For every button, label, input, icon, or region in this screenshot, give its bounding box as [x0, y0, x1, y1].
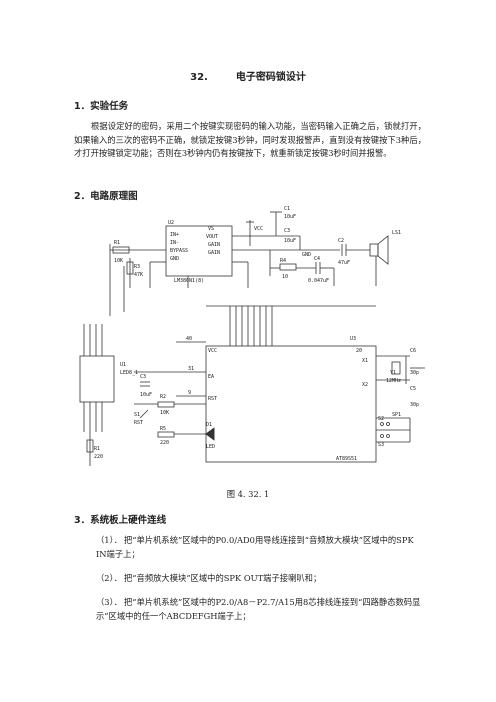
label-in-plus: IN+ — [170, 232, 179, 238]
u1-display-block — [79, 355, 115, 403]
label-lm386: LM386N1(8) — [174, 278, 204, 284]
label-c2: C2 — [338, 238, 344, 244]
label-c5-value: 30p — [410, 402, 419, 408]
label-c3-amp: C3 — [284, 228, 290, 234]
label-u2: U2 — [168, 220, 174, 226]
label-c3-reset: C3 — [140, 374, 146, 380]
label-x1: X1 — [362, 358, 368, 364]
label-sp1: SP1 — [392, 412, 401, 418]
label-r2-value: 10K — [160, 410, 169, 416]
wiring-item-1: （1）．把“单片机系统”区域中的P0.0/AD0用导线连接到“音频放大模块”区域… — [96, 534, 426, 561]
u2-amp-block — [165, 225, 233, 277]
label-c3-reset-value: 10uF — [140, 392, 152, 398]
label-r4: R4 — [280, 258, 286, 264]
label-vcc-mcu: VCC — [208, 348, 217, 354]
wiring-item-2: （2）．把“音频放大模块”区域中的SPK OUT端子接喇叭和； — [96, 572, 426, 586]
label-s3: S3 — [378, 442, 384, 448]
label-r1: R1 — [114, 240, 120, 246]
label-c4-value: 0.047uF — [308, 278, 329, 284]
label-u1: U1 — [120, 362, 126, 368]
heading-hardware-wiring: 3．系统板上硬件连线 — [74, 515, 167, 526]
item-1-label: （1）． — [96, 535, 123, 545]
label-c3-amp-value: 10uF — [284, 238, 296, 244]
label-r4-value: 10 — [282, 274, 288, 280]
label-c4: C4 — [314, 256, 320, 262]
label-r5: R5 — [160, 426, 166, 432]
label-pin40: 40 — [186, 336, 192, 342]
label-pin9: 9 — [188, 390, 191, 396]
label-gain-2: GAIN — [208, 250, 220, 256]
label-r2: R2 — [160, 394, 166, 400]
label-c5: C5 — [410, 386, 416, 392]
label-y1: Y1 — [390, 370, 396, 376]
label-pin20: 20 — [356, 348, 362, 354]
title-text: 电子密码锁设计 — [235, 72, 306, 83]
label-r1-display: R1 — [94, 446, 100, 452]
label-vcc-amp: VCC — [254, 226, 263, 232]
label-led-diode: LED — [206, 444, 215, 450]
label-rst-button: RST — [134, 420, 143, 426]
label-c2-value: 47uF — [338, 260, 350, 266]
item-3-label: （3）． — [96, 597, 123, 607]
heading-experiment-task: 1．实验任务 — [74, 101, 129, 112]
label-x2: X2 — [362, 382, 368, 388]
figure-caption: 图 4. 32. 1 — [226, 489, 270, 499]
circuit-schematic: U2 IN+ IN- BYPASS GND VS VOUT GAIN GAIN … — [79, 206, 425, 466]
label-d1: D1 — [206, 422, 212, 428]
label-at89s51: AT89S51 — [336, 456, 357, 462]
label-u3: U3 — [350, 336, 356, 342]
label-c1: C1 — [284, 206, 290, 212]
task-paragraph: 根据设定好的密码，采用二个按键实现密码的输入功能，当密码输入正确之后，锁就打开，… — [74, 121, 426, 158]
section-number: 32. — [190, 72, 208, 83]
item-1-text: 把“单片机系统”区域中的P0.0/AD0用导线连接到“音频放大模块”区域中的SP… — [96, 535, 414, 559]
label-c6-value: 30p — [410, 370, 419, 376]
label-c6: C6 — [410, 348, 416, 354]
label-gnd-amp: GND — [302, 252, 311, 258]
label-in-minus: IN- — [170, 240, 179, 246]
label-ea: EA — [208, 374, 214, 380]
label-gnd-pin: GND — [170, 256, 179, 262]
wiring-item-3: （3）．把“单片机系统”区域中的P2.0/A8－P2.7/A15用8芯排线连接到… — [96, 596, 426, 623]
label-r3: R3 — [134, 264, 140, 270]
label-s2: S2 — [378, 416, 384, 422]
label-bypass: BYPASS — [170, 248, 188, 254]
label-r1-value: 10K — [114, 258, 123, 264]
page-title: 32. 电子密码锁设计 — [0, 68, 496, 83]
heading-circuit-diagram: 2．电路原理图 — [74, 191, 138, 202]
label-c1-value: 10uF — [284, 214, 296, 220]
label-gain-1: GAIN — [208, 242, 220, 248]
item-3-text: 把“单片机系统”区域中的P2.0/A8－P2.7/A15用8芯排线连接到“四路静… — [96, 597, 421, 621]
label-vs: VS — [208, 226, 214, 232]
item-2-label: （2）． — [96, 573, 123, 583]
label-s1: S1 — [134, 412, 140, 418]
label-pin31: 31 — [188, 366, 194, 372]
item-2-text: 把“音频放大模块”区域中的SPK OUT端子接喇叭和； — [124, 573, 322, 583]
label-vout: VOUT — [206, 234, 218, 240]
label-r3-value: 47K — [134, 272, 143, 278]
label-y1-value: 12MHz — [386, 378, 401, 384]
label-r1-display-value: 220 — [94, 454, 103, 460]
label-ls1: LS1 — [392, 230, 401, 236]
label-r5-value: 220 — [160, 440, 169, 446]
u3-mcu-block — [205, 345, 377, 463]
label-led8: LED8_1 — [120, 370, 138, 376]
label-rst-pin: RST — [208, 396, 217, 402]
